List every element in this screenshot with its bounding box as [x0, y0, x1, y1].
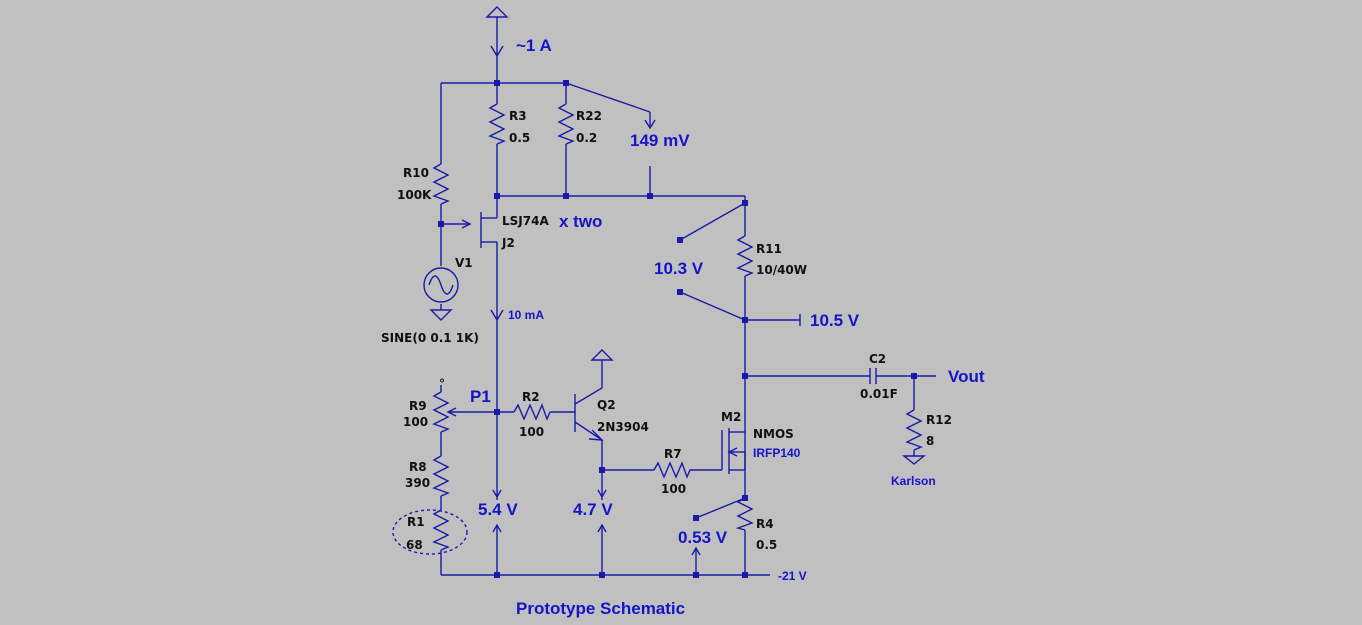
r1-value: 68 — [406, 538, 423, 552]
m2-value: IRFP140 — [753, 446, 801, 460]
annotations: ~1 A 149 mV x two 10 mA 10.3 V 10.5 V Vo… — [470, 36, 985, 618]
source-voltage-note: 0.53 V — [678, 528, 728, 547]
supply-arrow — [485, 6, 509, 18]
r8-value: 390 — [405, 476, 430, 490]
r12-resistor — [905, 409, 923, 451]
q2-name: Q2 — [597, 398, 616, 412]
r1-resistor — [432, 509, 450, 551]
r10-resistor — [432, 163, 450, 205]
r12-value: 8 — [926, 434, 934, 448]
p1-label: P1 — [470, 387, 491, 406]
r3-resistor — [488, 103, 506, 145]
r9-name: R9 — [409, 399, 427, 413]
r4-name: R4 — [756, 517, 774, 531]
junction-dots — [438, 80, 917, 578]
jfet-count-note: x two — [559, 212, 602, 231]
r7-name: R7 — [664, 447, 682, 461]
r11-name: R11 — [756, 242, 782, 256]
component-labels: R3 0.5 R22 0.2 R10 100K LSJ74A J2 V1 SIN… — [381, 109, 952, 552]
r3-value: 0.5 — [509, 131, 530, 145]
jfet-current-note: 10 mA — [508, 308, 544, 322]
r12-name: R12 — [926, 413, 952, 427]
c2-name: C2 — [869, 352, 886, 366]
r2-name: R2 — [522, 390, 540, 404]
m2-name: M2 — [721, 410, 741, 424]
m2-type: NMOS — [753, 427, 794, 441]
r7-resistor — [653, 461, 700, 479]
r1-thermal-coupling-ring — [392, 509, 468, 555]
c2-value: 0.01F — [860, 387, 898, 401]
current-arrow-jfet — [490, 309, 504, 322]
r22-name: R22 — [576, 109, 602, 123]
r10-value: 100K — [397, 188, 432, 202]
supply-current-note: ~1 A — [516, 36, 552, 55]
r9-pin-marker: ° — [439, 377, 445, 391]
r3-name: R3 — [509, 109, 527, 123]
q2-value: 2N3904 — [597, 420, 649, 434]
r11-drop-note: 10.3 V — [654, 259, 704, 278]
r2-value: 100 — [519, 425, 544, 439]
r22-resistor — [557, 103, 575, 145]
j2-part: LSJ74A — [502, 214, 549, 228]
r11-resistor — [736, 235, 754, 277]
r9-potentiometer — [432, 391, 450, 433]
vout-label: Vout — [948, 367, 985, 386]
sense-voltage-note: 149 mV — [630, 131, 690, 150]
r8-resistor — [432, 455, 450, 497]
r9-value: 100 — [403, 415, 428, 429]
r1-name: R1 — [407, 515, 425, 529]
emitter-voltage-note: 4.7 V — [573, 500, 613, 519]
j2-name: J2 — [501, 236, 515, 250]
node-voltage-note: 10.5 V — [810, 311, 860, 330]
current-arrow-supply — [490, 45, 504, 58]
v1-value: SINE(0 0.1 1K) — [381, 331, 479, 345]
credit-label: Karlson — [891, 474, 936, 488]
r8-name: R8 — [409, 460, 427, 474]
wires — [429, 6, 936, 576]
r7-value: 100 — [661, 482, 686, 496]
r22-value: 0.2 — [576, 131, 597, 145]
r11-value: 10/40W — [756, 263, 807, 277]
v1-name: V1 — [455, 256, 473, 270]
schematic-title: Prototype Schematic — [516, 599, 685, 618]
r10-name: R10 — [403, 166, 429, 180]
negative-rail-label: -21 V — [778, 569, 807, 583]
v1-sine-source — [423, 267, 459, 303]
r2-resistor — [513, 403, 551, 421]
gate-voltage-note: 5.4 V — [478, 500, 518, 519]
r4-value: 0.5 — [756, 538, 777, 552]
probe-arrow-149mv — [644, 119, 656, 130]
